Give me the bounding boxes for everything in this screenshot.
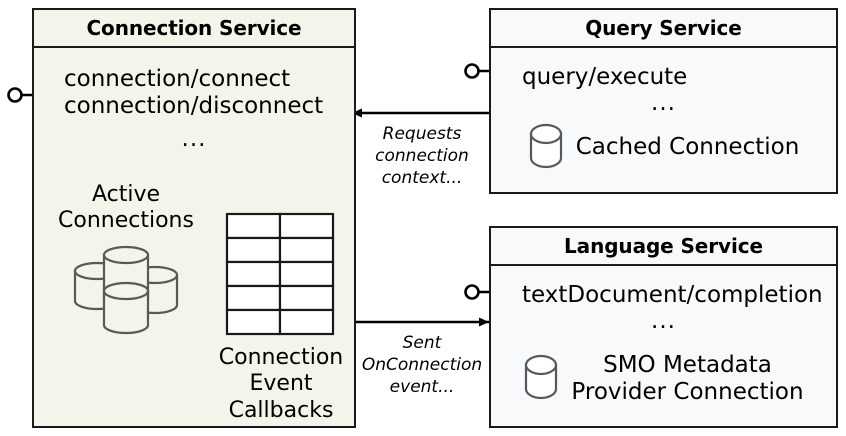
cylinder-cluster-icon — [42, 241, 210, 337]
component-body-language-service: textDocument/completion ... SMO Metadata… — [491, 264, 836, 426]
table-grid-icon — [202, 212, 360, 340]
operations-ellipsis-language-service: ... — [651, 308, 676, 334]
database-cylinder-icon — [528, 122, 564, 174]
active-connections-label: Active Connections — [58, 182, 194, 234]
operation-connection-connect: connection/connect — [64, 66, 291, 92]
smo-metadata-provider-group: SMO Metadata Provider Connection — [491, 352, 836, 406]
database-cylinder-icon — [523, 353, 559, 405]
cached-connection-group: Cached Connection — [491, 122, 836, 174]
connection-event-callbacks-label: Connection Event Callbacks — [218, 345, 344, 423]
operations-list-connection-service: connection/connect connection/disconnect — [64, 66, 323, 120]
component-body-query-service: query/execute ... Cached Connection — [491, 46, 836, 192]
component-box-language-service[interactable]: Language Service textDocument/completion… — [489, 226, 838, 428]
component-title-language-service: Language Service — [491, 228, 836, 266]
component-box-connection-service[interactable]: Connection Service connection/connect co… — [32, 8, 356, 428]
operations-ellipsis-query-service: ... — [651, 90, 676, 116]
operations-ellipsis-connection-service: ... — [181, 126, 207, 152]
active-connections-group: Active Connections — [42, 182, 210, 337]
smo-metadata-provider-label: SMO Metadata Provider Connection — [571, 352, 804, 406]
connector-label-requests-connection-context: Requests connection context... — [375, 124, 469, 188]
operation-query-execute: query/execute — [522, 64, 688, 90]
operation-textdocument-completion: textDocument/completion — [522, 282, 823, 308]
connection-event-callbacks-group: Connection Event Callbacks — [202, 212, 360, 424]
component-body-connection-service: connection/connect connection/disconnect… — [34, 46, 354, 426]
component-box-query-service[interactable]: Query Service query/execute ... Cached C… — [489, 8, 838, 194]
component-title-connection-service: Connection Service — [34, 10, 354, 48]
cached-connection-label: Cached Connection — [575, 134, 800, 161]
component-title-query-service: Query Service — [491, 10, 836, 48]
connector-label-sent-onconnection-event: Sent OnConnection event... — [361, 333, 483, 397]
operation-connection-disconnect: connection/disconnect — [64, 93, 324, 120]
